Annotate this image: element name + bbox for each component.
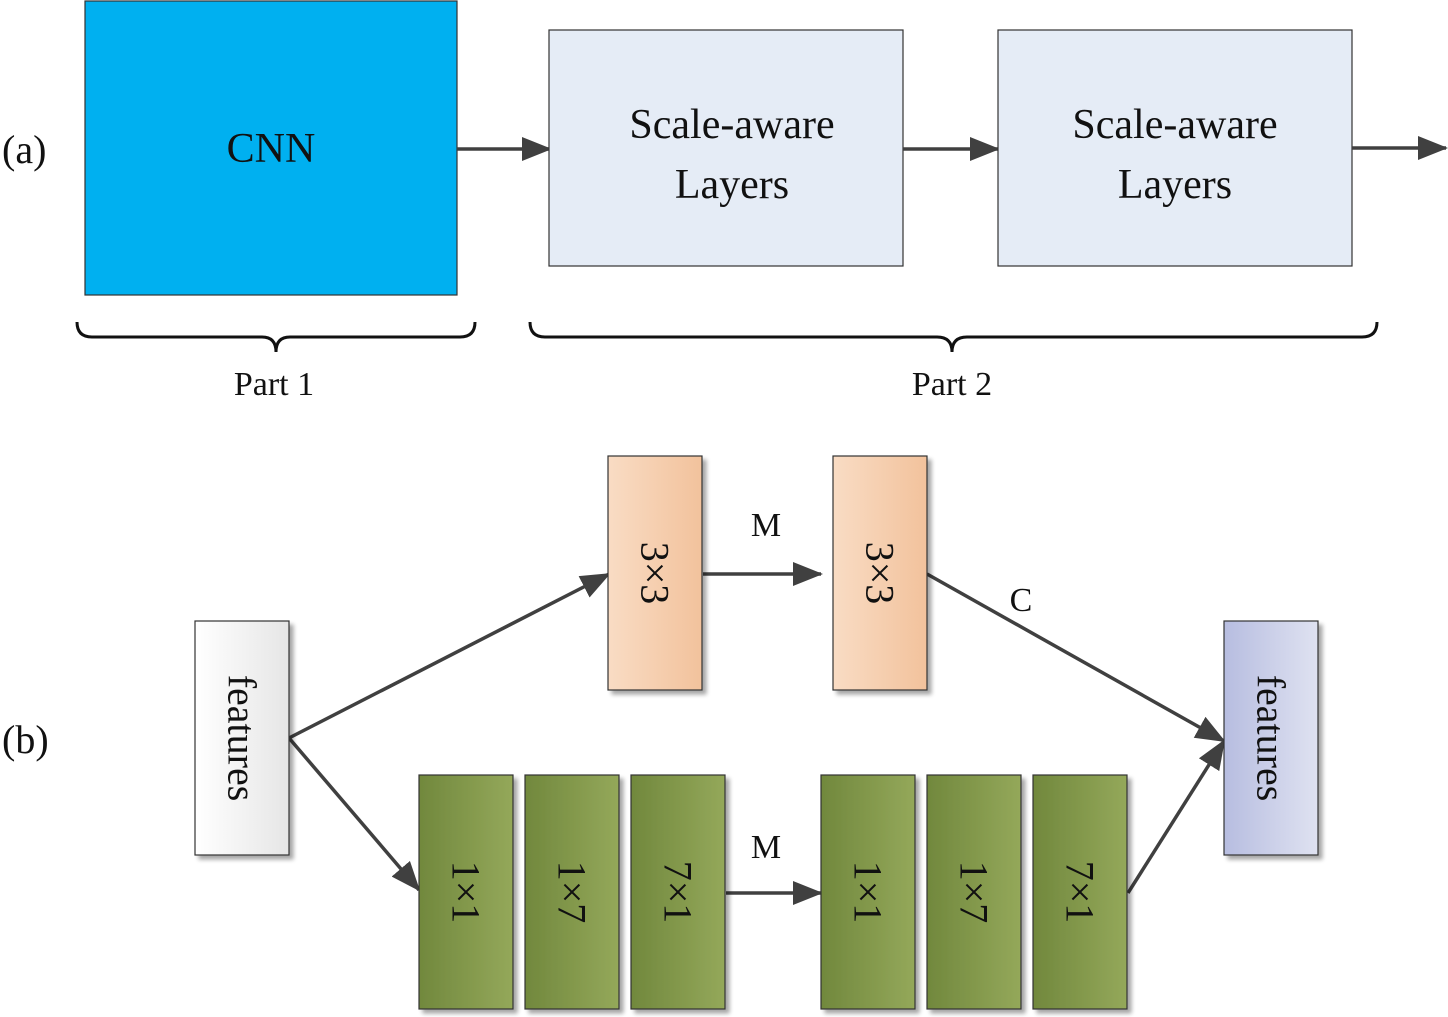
scale-aware-2-line2: Layers	[1118, 162, 1232, 208]
output-features-label: features	[1249, 675, 1294, 802]
part-2-label: Part 2	[912, 366, 992, 403]
bottom-left-conv-block-3	[630, 774, 726, 1010]
bottom-merge-label: M	[751, 829, 781, 866]
arrow-bottom-to-output	[1126, 739, 1226, 894]
concat-label: C	[1010, 582, 1033, 619]
bottom-left-conv-3-label: 7×1	[656, 861, 701, 924]
scale-aware-block-1	[548, 29, 904, 267]
input-features-label: features	[220, 675, 265, 802]
brace-part-1	[75, 321, 477, 353]
bottom-right-conv-block-2	[926, 774, 1022, 1010]
output-features-block	[1223, 620, 1319, 856]
part-1-label: Part 1	[234, 366, 314, 403]
cnn-label: CNN	[227, 126, 316, 172]
input-features-block	[194, 620, 290, 856]
bottom-right-conv-block-3	[1032, 774, 1128, 1010]
scale-aware-1-line2: Layers	[675, 162, 789, 208]
top-conv-block-1	[607, 455, 703, 691]
scale-aware-1-line1: Scale-aware	[629, 102, 834, 148]
panel-a-label: (a)	[2, 127, 46, 172]
bottom-right-conv-2-label: 1×7	[952, 861, 997, 924]
top-merge-label: M	[751, 507, 781, 544]
arrow-top-to-output	[926, 572, 1226, 743]
bottom-left-conv-1-label: 1×1	[444, 861, 489, 924]
bottom-right-conv-3-label: 7×1	[1058, 861, 1103, 924]
bottom-right-conv-block-1	[820, 774, 916, 1010]
scale-aware-block-2	[997, 29, 1353, 267]
top-conv-block-2	[832, 455, 928, 691]
arrow-features-to-bottom-branch	[287, 736, 421, 892]
top-conv-2-label: 3×3	[858, 542, 903, 605]
scale-aware-2-line1: Scale-aware	[1072, 102, 1277, 148]
bottom-right-conv-1-label: 1×1	[846, 861, 891, 924]
bottom-left-conv-block-2	[524, 774, 620, 1010]
arrow-features-to-top-branch	[288, 572, 611, 740]
bottom-left-conv-block-1	[418, 774, 514, 1010]
brace-part-2	[528, 321, 1379, 353]
top-conv-1-label: 3×3	[633, 542, 678, 605]
panel-b-label: (b)	[2, 717, 49, 762]
bottom-left-conv-2-label: 1×7	[550, 861, 595, 924]
cnn-block	[84, 0, 458, 296]
